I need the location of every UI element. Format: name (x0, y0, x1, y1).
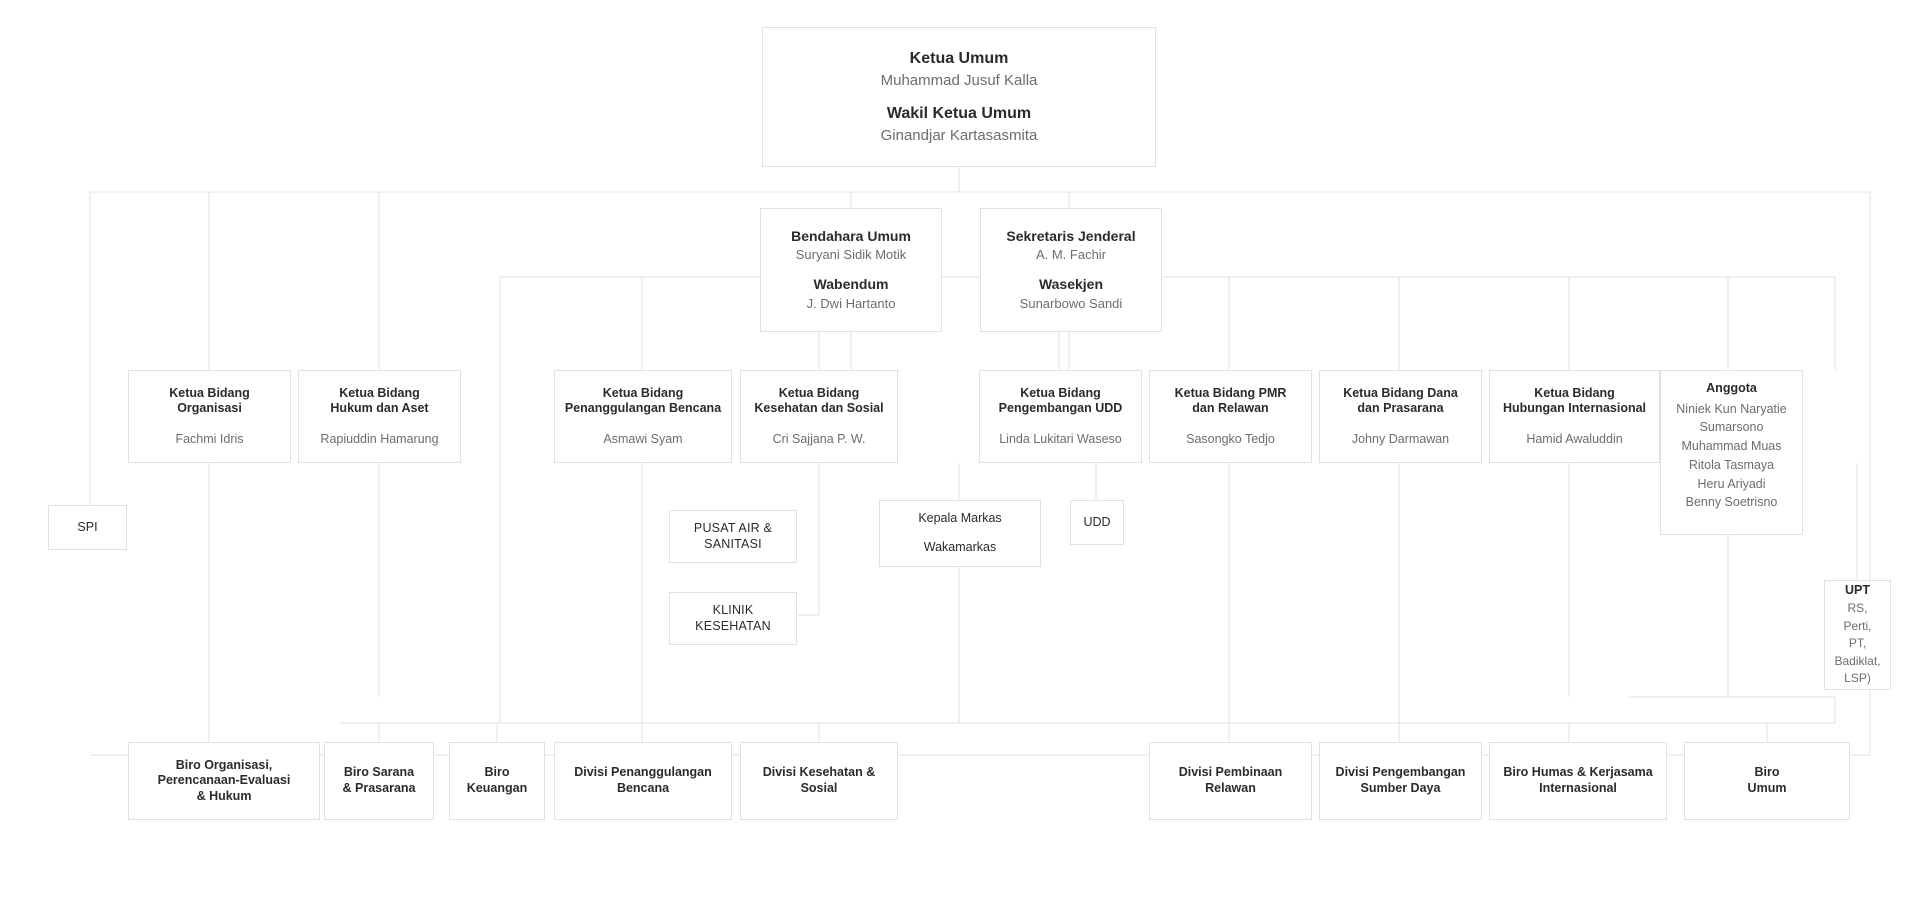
anggota-member: Muhammad Muas (1681, 439, 1782, 454)
wasekjen-title: Wasekjen (1038, 276, 1104, 292)
node-spi[interactable]: SPI (48, 505, 127, 550)
anggota-member: Sumarsono (1699, 420, 1764, 435)
node-kepala-markas[interactable]: Kepala Markas Wakamarkas (879, 500, 1041, 567)
node-biro-organisasi[interactable]: Biro Organisasi,Perencanaan-Evaluasi& Hu… (128, 742, 320, 820)
bidang-kesehatan-person: Cri Sajjana P. W. (772, 432, 866, 446)
bidang-internasional-person: Hamid Awaluddin (1526, 432, 1623, 446)
anggota-member: Benny Soetrisno (1685, 495, 1778, 510)
udd-title: UDD (1083, 514, 1111, 529)
node-pusat-air-sanitasi[interactable]: PUSAT AIR &SANITASI (669, 510, 797, 563)
bidang-pmr-person: Sasongko Tedjo (1186, 432, 1275, 446)
wakil-ketua-umum-person: Ginandjar Kartasasmita (880, 127, 1038, 144)
sekretaris-jenderal-person: A. M. Fachir (1035, 247, 1107, 263)
biro-sarana-title: Biro Sarana& Prasarana (342, 765, 416, 795)
ketua-umum-person: Muhammad Jusuf Kalla (880, 71, 1038, 89)
spi-title: SPI (77, 519, 98, 534)
bendahara-umum-person: Suryani Sidik Motik (795, 247, 907, 263)
upt-subtitle: RS, Perti,PT,Badiklat,LSP) (1834, 601, 1881, 685)
anggota-member: Ritola Tasmaya (1688, 457, 1775, 472)
kepala-markas-title: Kepala Markas (918, 511, 1002, 526)
node-upt[interactable]: UPT RS, Perti,PT,Badiklat,LSP) (1824, 580, 1891, 690)
divisi-kesehatan-title: Divisi Kesehatan &Sosial (762, 765, 876, 795)
wabendum-person: J. Dwi Hartanto (806, 295, 896, 311)
sekretaris-jenderal-title: Sekretaris Jenderal (1006, 227, 1136, 244)
upt-title: UPT (1845, 582, 1870, 597)
bidang-organisasi-person: Fachmi Idris (175, 432, 244, 446)
node-bendahara-umum[interactable]: Bendahara Umum Suryani Sidik Motik Waben… (760, 208, 942, 332)
wakil-ketua-umum-title: Wakil Ketua Umum (886, 105, 1032, 122)
node-anggota[interactable]: Anggota Niniek Kun Naryatie Sumarsono Mu… (1660, 370, 1803, 535)
bidang-bencana-person: Asmawi Syam (603, 432, 683, 446)
wabendum-title: Wabendum (813, 276, 889, 292)
pusat-air-title: PUSAT AIR &SANITASI (693, 520, 773, 551)
wasekjen-person: Sunarbowo Sandi (1019, 295, 1123, 311)
node-udd[interactable]: UDD (1070, 500, 1124, 545)
anggota-title: Anggota (1706, 381, 1757, 395)
bidang-udd-person: Linda Lukitari Waseso (999, 432, 1122, 446)
biro-organisasi-title: Biro Organisasi,Perencanaan-Evaluasi& Hu… (157, 757, 291, 803)
bidang-hukum-person: Rapiuddin Hamarung (320, 432, 439, 446)
node-ketua-umum[interactable]: Ketua Umum Muhammad Jusuf Kalla Wakil Ke… (762, 27, 1156, 167)
bendahara-umum-title: Bendahara Umum (791, 227, 911, 244)
anggota-member: Heru Ariyadi (1697, 476, 1766, 491)
bidang-dana-person: Johny Darmawan (1351, 432, 1450, 446)
ketua-umum-title: Ketua Umum (909, 49, 1009, 67)
anggota-member: Niniek Kun Naryatie (1676, 401, 1787, 416)
node-sekretaris-jenderal[interactable]: Sekretaris Jenderal A. M. Fachir Wasekje… (980, 208, 1162, 332)
node-divisi-kesehatan-sosial[interactable]: Divisi Kesehatan &Sosial (740, 742, 898, 820)
node-biro-sarana-prasarana[interactable]: Biro Sarana& Prasarana (324, 742, 434, 820)
wakamarkas-title: Wakamarkas (923, 540, 997, 554)
